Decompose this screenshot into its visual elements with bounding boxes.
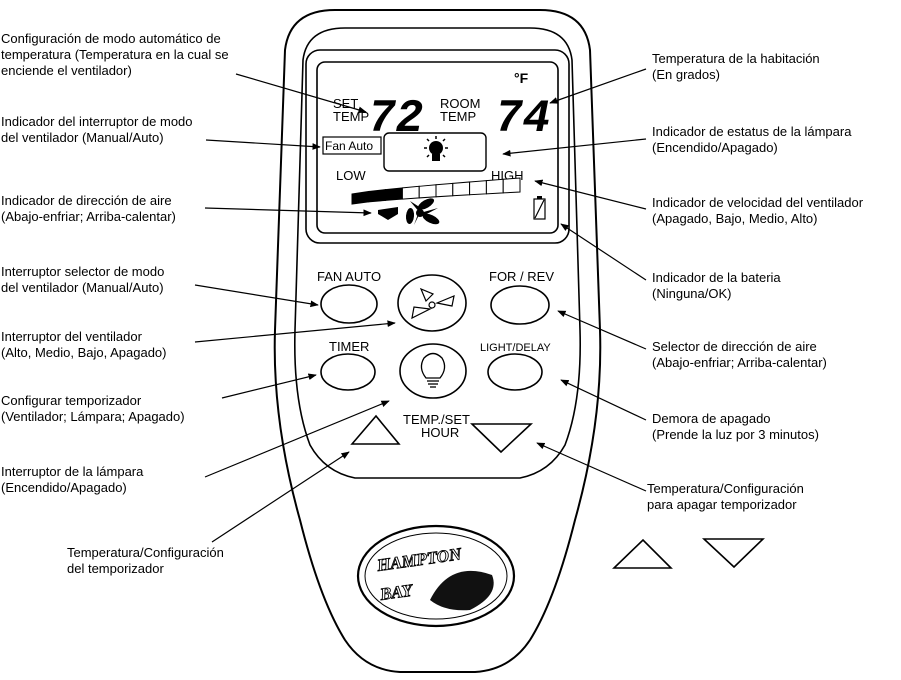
callout-lamp-switch: Interruptor de la lámpara(Encendido/Apag… <box>1 464 144 495</box>
fan-icon <box>405 198 440 225</box>
hampton-bay-logo: HAMPTON BAY <box>356 524 516 628</box>
fan-mode-box <box>322 136 382 155</box>
speed-segment <box>469 180 487 196</box>
lamp-button[interactable] <box>399 343 467 399</box>
speed-segment <box>452 181 471 197</box>
room-temp-label-2: TEMP <box>440 109 476 124</box>
callout-air-direction-selector: Selector de dirección de aire(Abajo-enfr… <box>652 339 827 370</box>
speed-segment <box>351 190 370 205</box>
speed-segment <box>385 187 403 201</box>
speed-segment <box>502 177 521 194</box>
fan-auto-label: FAN AUTO <box>317 269 381 284</box>
callout-lamp-status: Indicador de estatus de la lámpara(Encen… <box>652 124 852 155</box>
fan-speed-bar <box>351 177 521 205</box>
timer-label: TIMER <box>329 339 369 354</box>
svg-text:BAY: BAY <box>378 580 415 604</box>
speed-segment <box>368 189 387 203</box>
lamp-status-icon <box>424 136 448 161</box>
callout-fan-speed: Indicador de velocidad del ventilador(Ap… <box>652 195 864 226</box>
bulb-icon <box>420 352 446 388</box>
standalone-down-arrow <box>701 538 765 569</box>
battery-icon <box>533 196 546 220</box>
speed-low-label: LOW <box>336 168 366 183</box>
set-temp-label-1: SET <box>333 96 358 111</box>
fan-mode-indicator: Fan Auto <box>325 139 373 153</box>
temp-set-label: TEMP./SET <box>403 412 470 427</box>
light-delay-label: LIGHT/DELAY <box>480 342 551 354</box>
callout-battery: Indicador de la bateria(Ninguna/OK) <box>652 270 781 301</box>
speed-segment <box>418 184 437 199</box>
leader-lines <box>194 68 647 543</box>
light-delay-button[interactable] <box>487 353 543 391</box>
speed-segment <box>485 178 504 195</box>
for-rev-label: FOR / REV <box>489 269 554 284</box>
fan-speed-icon <box>411 287 455 320</box>
room-temp-value: 74 <box>495 93 550 145</box>
fan-auto-button[interactable] <box>320 284 378 324</box>
hour-label: HOUR <box>421 425 459 440</box>
speed-segment <box>401 185 420 200</box>
for-rev-button[interactable] <box>490 285 550 325</box>
callout-room-temp: Temperatura de la habitación(En grados) <box>652 51 820 82</box>
timer-button[interactable] <box>320 353 376 391</box>
speed-segment <box>435 182 454 198</box>
room-temp-label-1: ROOM <box>440 96 480 111</box>
temp-up-button[interactable] <box>350 414 401 445</box>
air-direction-arrow-icon <box>378 207 398 220</box>
callout-fan-switch: Interruptor del ventilador(Alto, Medio, … <box>1 329 167 360</box>
callout-timer: Configurar temporizador(Ventilador; Lámp… <box>1 393 185 424</box>
temp-unit: °F <box>514 70 529 86</box>
callout-air-direction-indicator: Indicador de dirección de aire(Abajo-enf… <box>1 193 176 224</box>
standalone-up-arrow <box>612 538 673 569</box>
callout-delay: Demora de apagado(Prende la luz por 3 mi… <box>652 411 819 442</box>
temp-down-button[interactable] <box>470 423 534 454</box>
fan-speed-button[interactable] <box>397 274 467 332</box>
